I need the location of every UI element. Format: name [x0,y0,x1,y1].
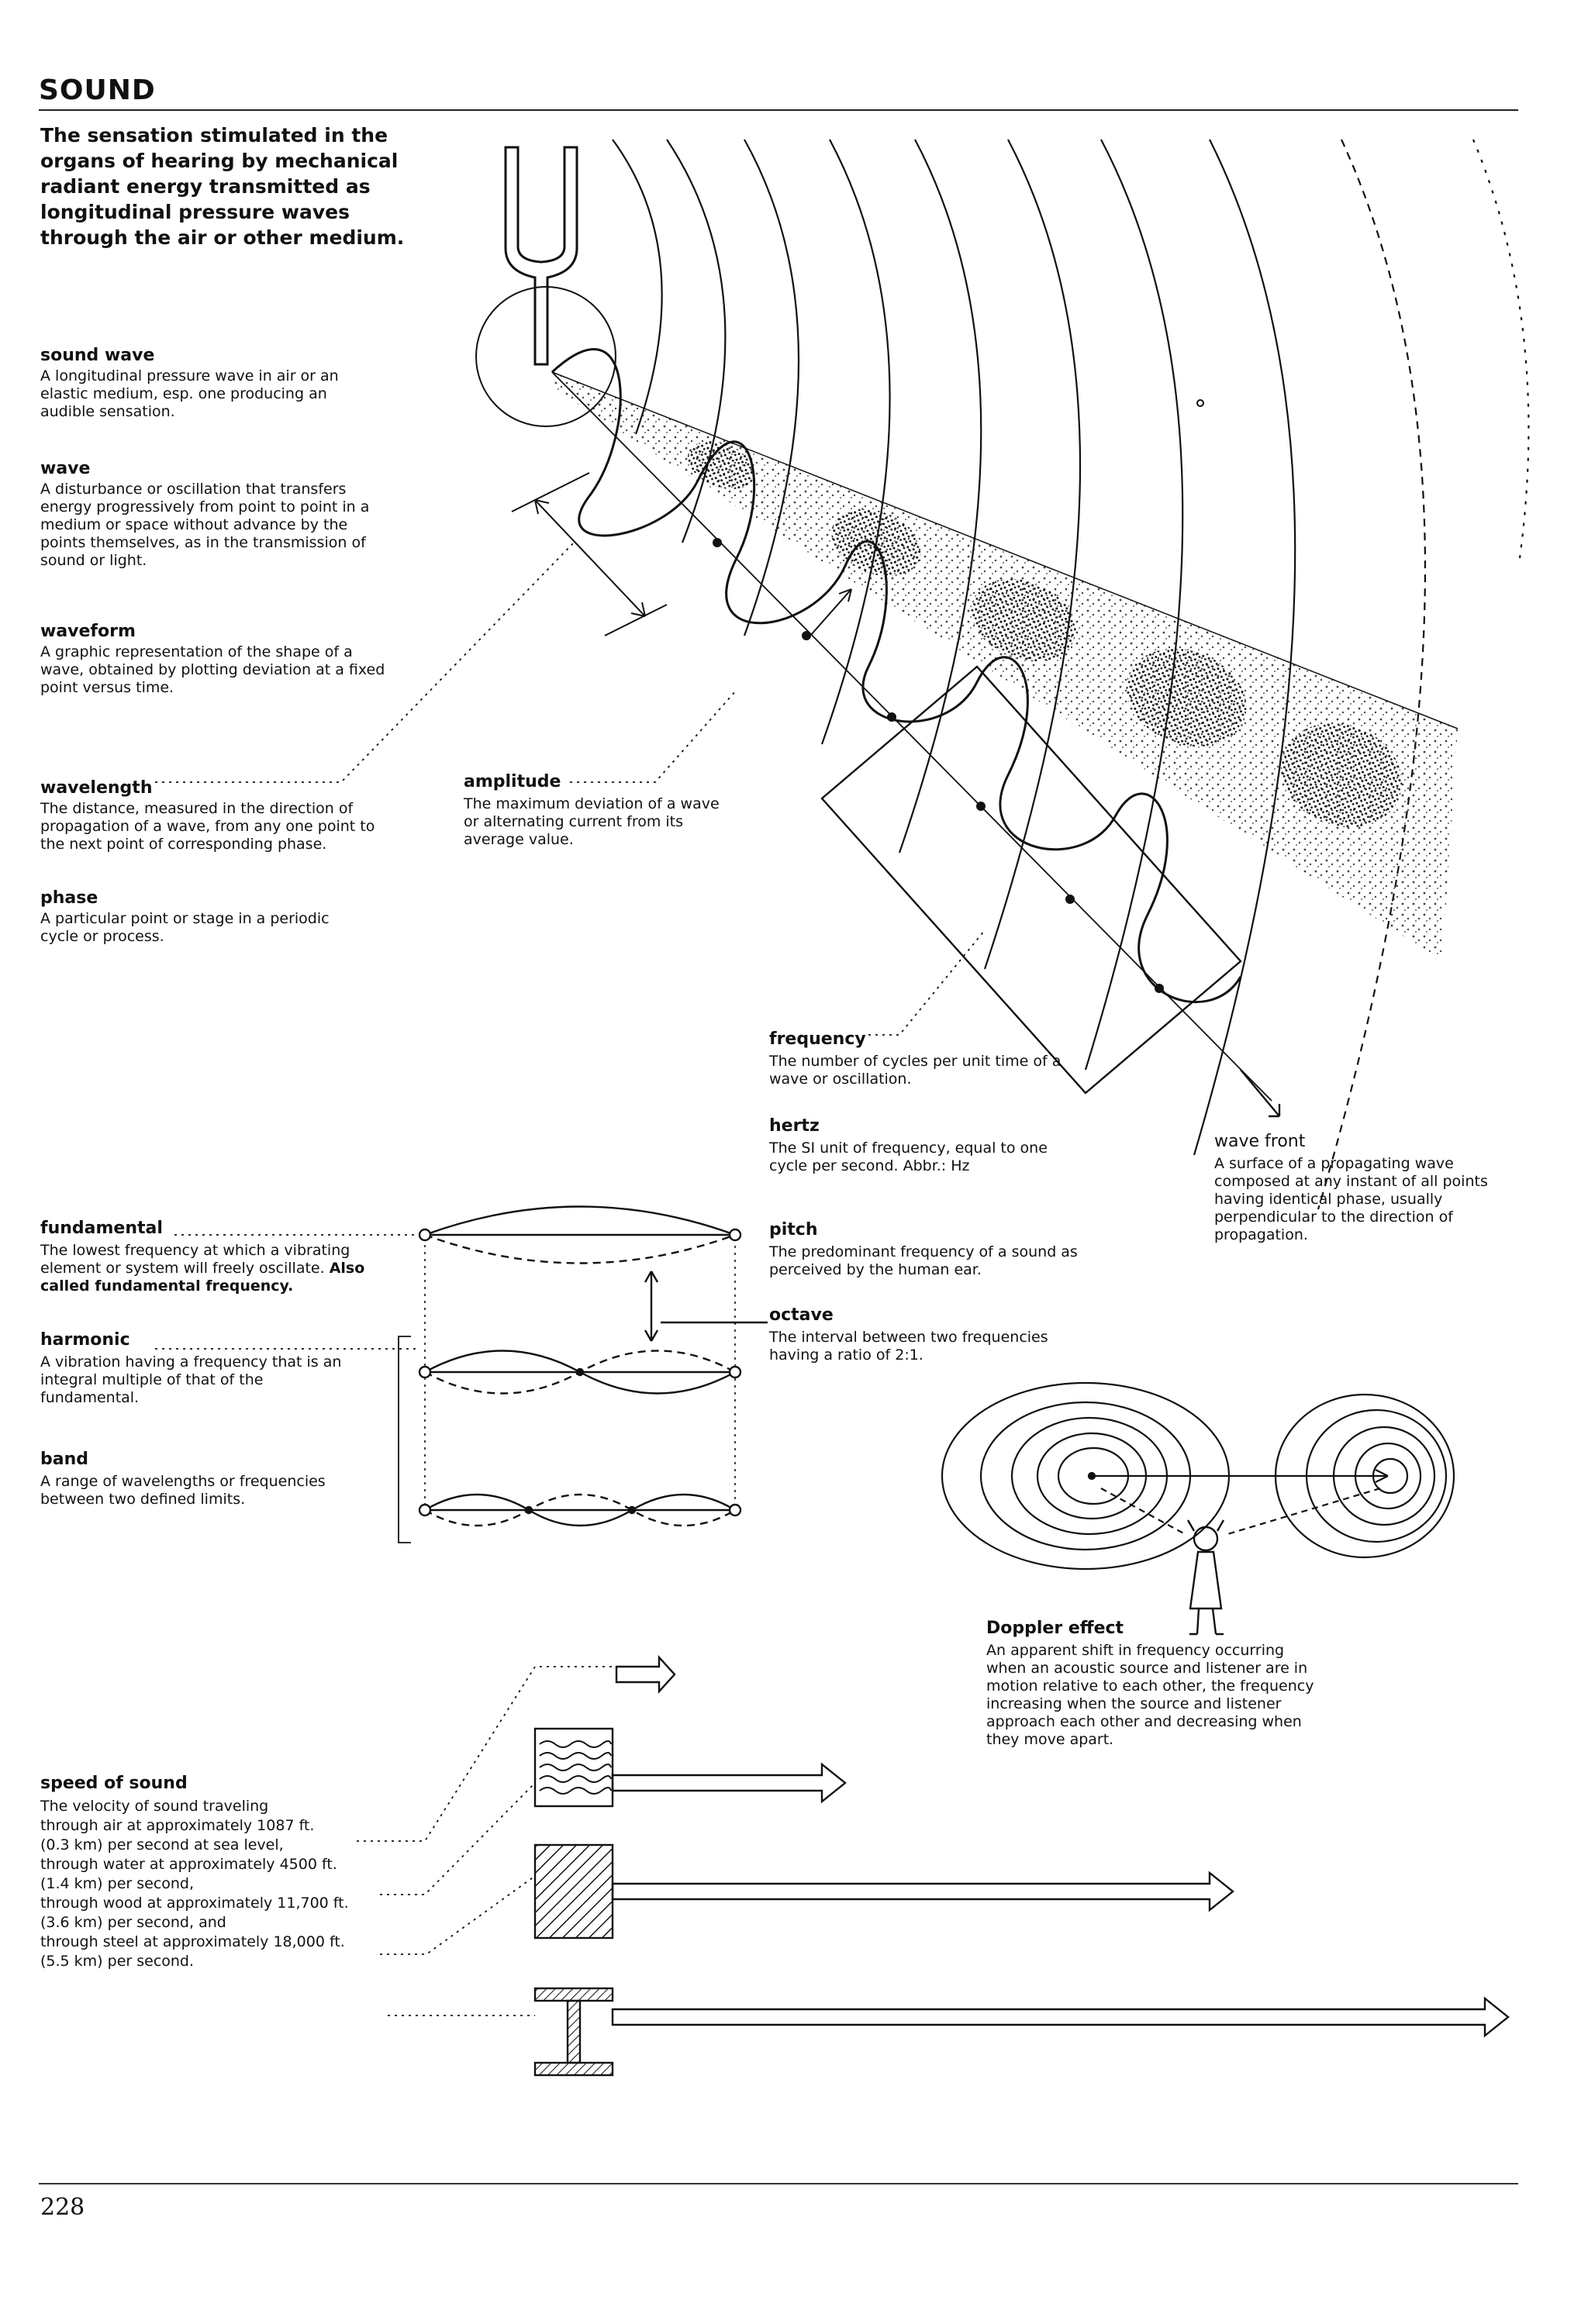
term-wave: wave [40,459,91,478]
sound-beam-stipple [551,371,1459,961]
def-speed-of-sound: The velocity of sound traveling through … [40,1797,405,1971]
term-doppler: Doppler effect [986,1619,1124,1638]
wave-front-arcs [612,139,1530,1210]
def-fundamental: The lowest frequency at which a vibratin… [40,1242,365,1295]
leader-lines [155,542,986,2016]
term-amplitude: amplitude [464,772,561,791]
def-harmonic: A vibration having a frequency that is a… [40,1353,342,1406]
term-frequency: frequency [769,1029,866,1049]
bottom-rule [39,2183,1518,2184]
fundamental-also: Also called fundamental frequency. [40,1260,365,1295]
term-hertz: hertz [769,1116,820,1136]
speed-line: (0.3 km) per second at sea level, [40,1836,284,1853]
term-fundamental: fundamental [40,1219,163,1238]
term-waveform: waveform [40,622,136,641]
term-wave-front: wave front [1214,1132,1306,1151]
term-speed-of-sound: speed of sound [40,1774,188,1793]
page-number: 228 [40,2194,85,2221]
water-sample-icon [533,1727,614,1808]
term-phase: phase [40,888,98,908]
standing-waves-diagram [398,1205,768,1543]
speed-air-arrow [615,1654,676,1695]
steel-ibeam-icon [533,1987,614,2077]
speed-line: (5.5 km) per second. [40,1953,195,1970]
wave-phase-points [713,399,1204,993]
term-wavelength: wavelength [40,778,153,798]
speed-line-wood: through wood at approximately 11,700 ft. [40,1895,349,1912]
top-rule [39,109,1518,111]
speed-water-arrow [611,1762,847,1804]
def-waveform: A graphic representation of the shape of… [40,643,385,696]
speed-line-air: through air at approximately 1087 ft. [40,1817,315,1834]
page-heading: SOUND [39,74,156,106]
frequency-box [820,665,1281,1118]
tuning-fork-icon [475,146,616,427]
def-frequency: The number of cycles per unit time of a … [769,1053,1062,1088]
def-pitch: The predominant frequency of a sound as … [769,1243,1078,1278]
speed-line: The velocity of sound traveling [40,1798,269,1815]
speed-line-water: through water at approximately 4500 ft. [40,1856,337,1873]
def-wavelength: The distance, measured in the direction … [40,800,375,853]
def-phase: A particular point or stage in a periodi… [40,910,330,945]
def-band: A range of wavelengths or frequencies be… [40,1473,326,1508]
waveform [551,348,1272,1102]
term-sound-wave: sound wave [40,346,155,365]
term-band: band [40,1450,89,1469]
speed-line: (1.4 km) per second, [40,1875,195,1892]
def-hertz: The SI unit of frequency, equal to one c… [769,1140,1048,1174]
amplitude-marker [810,588,852,636]
speed-wood-arrow [611,1871,1234,1912]
speed-steel-arrow [611,1996,1510,2038]
wavelength-dimension [511,472,668,636]
def-amplitude: The maximum deviation of a wave or alter… [464,795,720,848]
wood-sample-icon [533,1843,614,1940]
speed-line-steel: through steel at approximately 18,000 ft… [40,1933,345,1950]
def-wave: A disturbance or oscillation that transf… [40,481,370,569]
def-wave-front: A surface of a propagating wave composed… [1214,1155,1488,1243]
term-harmonic: harmonic [40,1330,130,1350]
def-octave: The interval between two frequencies hav… [769,1329,1048,1364]
intro-text: The sensation stimulated in the organs o… [40,124,405,249]
listener-figure-icon [1186,1519,1225,1636]
speed-line: (3.6 km) per second, and [40,1914,226,1931]
term-octave: octave [769,1305,834,1325]
def-doppler: An apparent shift in frequency occurring… [986,1642,1314,1748]
doppler-diagram [941,1381,1455,1571]
def-sound-wave: A longitudinal pressure wave in air or a… [40,367,339,420]
term-pitch: pitch [769,1220,818,1240]
